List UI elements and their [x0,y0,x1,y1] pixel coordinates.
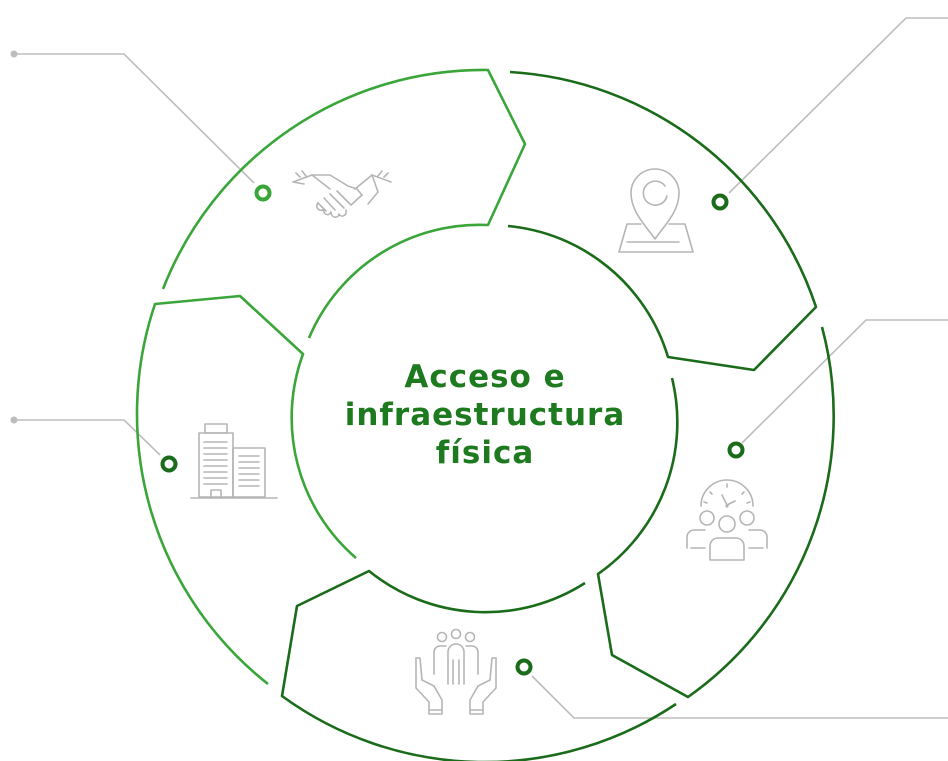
leader-dot-handshake [10,50,18,58]
leader-line-location [728,17,948,194]
handshake-icon [292,170,392,218]
leader-line-hands [531,675,948,719]
clock-team-icon [686,479,768,561]
office-building-icon [190,423,278,499]
leader-dot-building [10,416,18,424]
segment-handshake [161,68,527,339]
segment-building [135,294,357,686]
connector-hands [515,658,533,676]
center-title-line-2: infraestructura [344,397,626,433]
segment-team-clock [596,326,835,699]
leader-lines [14,17,948,719]
connector-team-clock [727,441,745,459]
center-title: Acceso e infraestructura física [320,358,650,472]
leader-line-handshake [14,53,255,184]
location-pin-map-icon [618,168,694,253]
leader-line-building [14,419,161,456]
hands-holding-people-icon [415,628,497,715]
connector-handshake [254,184,272,202]
connector-building [160,455,178,473]
center-title-line-1: Acceso e [404,359,566,395]
segment-hands [280,569,677,761]
leader-line-team-clock [741,319,948,444]
segment-location [507,70,818,372]
center-title-line-3: física [435,435,535,471]
connector-location [711,193,729,211]
